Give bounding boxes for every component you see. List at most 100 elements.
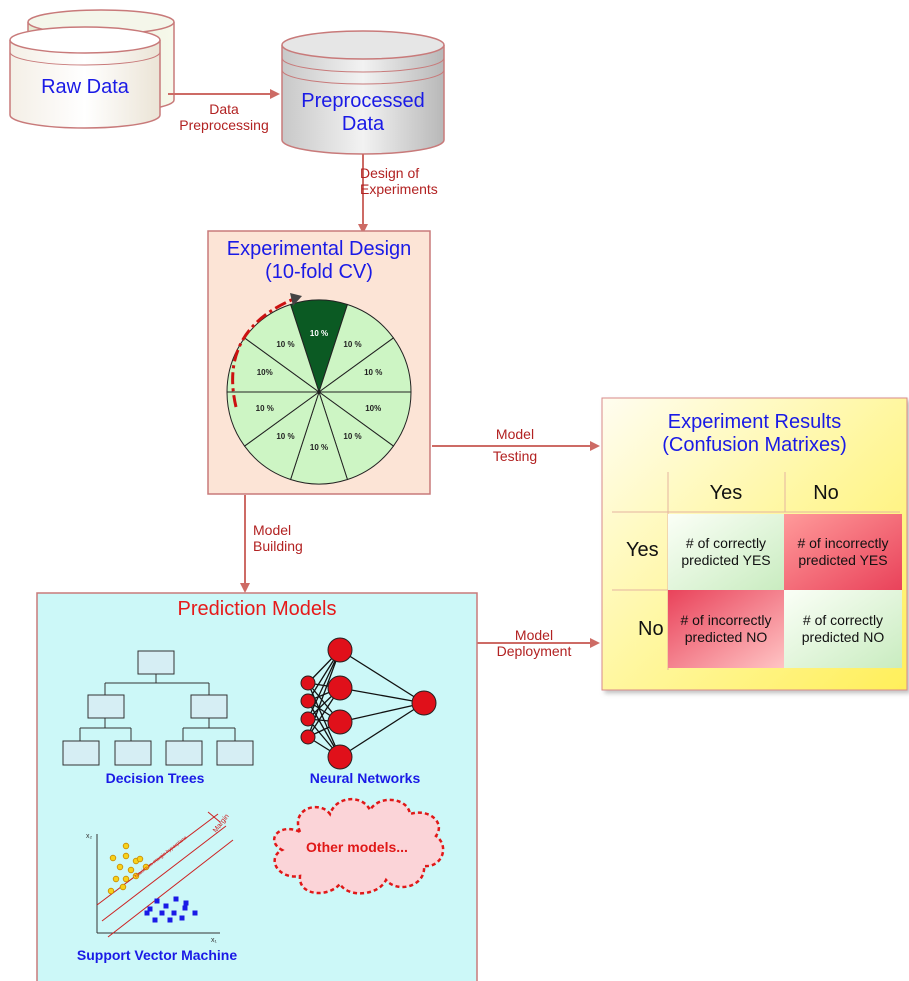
svm-class-a-point bbox=[109, 854, 117, 862]
svm-class-a-point bbox=[127, 866, 135, 874]
svm-class-a-point bbox=[107, 887, 115, 895]
svm-class-b-point bbox=[147, 906, 153, 912]
svm-class-a-point bbox=[142, 863, 150, 871]
svm-class-a-point bbox=[122, 875, 130, 883]
svm-class-b-point bbox=[173, 896, 179, 902]
model-building-line2: Building bbox=[253, 538, 303, 555]
nn-connection bbox=[339, 687, 425, 704]
design-of-experiments-line2: Experiments bbox=[360, 181, 438, 198]
matrix-col-no: No bbox=[813, 482, 839, 504]
model-building-label: Model Building bbox=[253, 522, 343, 554]
svm-class-b-point bbox=[152, 917, 158, 923]
svm-class-a-point bbox=[122, 842, 130, 850]
cell-true-negative-bg bbox=[784, 590, 902, 668]
preprocessed-line2: Data bbox=[341, 113, 385, 135]
model-building-line1: Model bbox=[253, 522, 292, 538]
svm-axis-x-label: x₁ bbox=[211, 937, 218, 944]
design-of-experiments-line1: Design of bbox=[360, 165, 420, 181]
cell-false-positive: # of incorrectly predicted YES bbox=[784, 514, 902, 590]
nn-node bbox=[327, 637, 353, 663]
cell-fp-line2: predicted YES bbox=[798, 552, 888, 568]
preprocessed-line1: Preprocessed bbox=[301, 90, 425, 112]
model-deployment-line2: Deployment bbox=[496, 643, 572, 660]
cell-tp-line1: # of correctly bbox=[685, 535, 767, 552]
svm-class-b-point bbox=[182, 905, 188, 911]
prediction-models-box bbox=[36, 592, 478, 981]
data-preprocessing-line2: Preprocessing bbox=[179, 117, 269, 134]
data-preprocessing-label: Data Preprocessing bbox=[168, 101, 280, 133]
pie-slice-label: 10 % bbox=[309, 328, 329, 338]
model-testing-line1: Model bbox=[495, 426, 535, 442]
pie-slice-label: 10 % bbox=[343, 339, 362, 349]
model-deployment-label: Model Deployment bbox=[484, 627, 584, 659]
pie-slice-label: 10 % bbox=[255, 403, 274, 413]
nn-node bbox=[300, 675, 316, 691]
experimental-design-title-line1: Experimental Design bbox=[226, 238, 412, 260]
neural-networks-label: Neural Networks bbox=[309, 770, 421, 786]
cv-pie-chart bbox=[226, 299, 412, 485]
cell-fp-line1: # of incorrectly bbox=[797, 535, 889, 552]
svm-class-a-point bbox=[119, 883, 127, 891]
svm-class-b-point bbox=[183, 900, 189, 906]
experimental-design-title-line2: (10-fold CV) bbox=[265, 261, 373, 283]
cell-true-negative: # of correctly predicted NO bbox=[784, 590, 902, 668]
svm-class-a-point bbox=[112, 875, 120, 883]
model-testing-line2: Testing bbox=[492, 448, 538, 465]
svm-class-a-point bbox=[122, 852, 130, 860]
decision-trees-label: Decision Trees bbox=[105, 770, 205, 786]
cell-false-negative-bg bbox=[668, 590, 784, 668]
nn-connection bbox=[339, 649, 425, 704]
svm-class-b-point bbox=[179, 915, 185, 921]
model-testing-label: Model Testing bbox=[470, 426, 560, 464]
matrix-col-yes: Yes bbox=[709, 482, 743, 504]
nn-connection bbox=[339, 702, 425, 723]
experiment-results-title: Experiment Results (Confusion Matrixes) bbox=[602, 411, 907, 457]
data-preprocessing-line1: Data bbox=[209, 101, 239, 117]
nn-node bbox=[327, 744, 353, 770]
rotation-arrow bbox=[231, 293, 302, 408]
experiment-results-title-line1: Experiment Results bbox=[667, 411, 842, 433]
cell-true-positive-bg bbox=[668, 514, 784, 590]
matrix-row-yes: Yes bbox=[626, 539, 659, 561]
prediction-models-title: Prediction Models bbox=[177, 598, 337, 620]
other-models-cloud bbox=[272, 798, 445, 895]
matrix-row-no: No bbox=[638, 618, 664, 640]
cell-tp-line2: predicted YES bbox=[681, 552, 771, 568]
preprocessed-data-label: Preprocessed Data bbox=[283, 90, 443, 136]
nn-node bbox=[300, 711, 316, 727]
svm-class-a-point bbox=[116, 863, 124, 871]
nn-connection bbox=[339, 702, 425, 758]
nn-node bbox=[300, 729, 316, 745]
nn-connection bbox=[307, 649, 341, 720]
nn-node bbox=[411, 690, 437, 716]
cell-false-positive-bg bbox=[784, 514, 902, 590]
svm-class-b-point bbox=[171, 910, 177, 916]
svm-axis-y-label: x₂ bbox=[86, 833, 93, 840]
pie-slice-label: 10% bbox=[256, 368, 273, 378]
pie-slice-label: 10 % bbox=[276, 339, 295, 349]
experiment-results-title-line2: (Confusion Matrixes) bbox=[662, 434, 847, 456]
nn-node bbox=[300, 693, 316, 709]
raw-data-label: Raw Data bbox=[41, 76, 129, 98]
svm-label: Support Vector Machine bbox=[76, 947, 238, 963]
preprocessed-data-cylinder bbox=[281, 30, 445, 155]
svm-class-b-point bbox=[144, 910, 150, 916]
svm-class-a-point bbox=[136, 855, 144, 863]
svm-class-b-point bbox=[154, 898, 160, 904]
cell-false-negative: # of incorrectly predicted NO bbox=[668, 590, 784, 668]
svm-class-a-point bbox=[132, 872, 140, 880]
nn-node bbox=[327, 675, 353, 701]
decision-tree-icon bbox=[62, 650, 254, 766]
raw-data-cylinder bbox=[9, 26, 161, 129]
svm-class-b-point bbox=[167, 917, 173, 923]
pie-slice-label: 10 % bbox=[276, 432, 295, 442]
pie-slice-label: 10% bbox=[365, 403, 382, 413]
neural-network-icon bbox=[300, 637, 437, 770]
svm-class-b-point bbox=[163, 903, 169, 909]
model-deployment-line1: Model bbox=[514, 627, 554, 643]
svm-plot-icon bbox=[96, 811, 234, 938]
pie-slice-label: 10 % bbox=[364, 368, 383, 378]
pie-slice-label: 10 % bbox=[343, 432, 362, 442]
svm-class-b-point bbox=[192, 910, 198, 916]
